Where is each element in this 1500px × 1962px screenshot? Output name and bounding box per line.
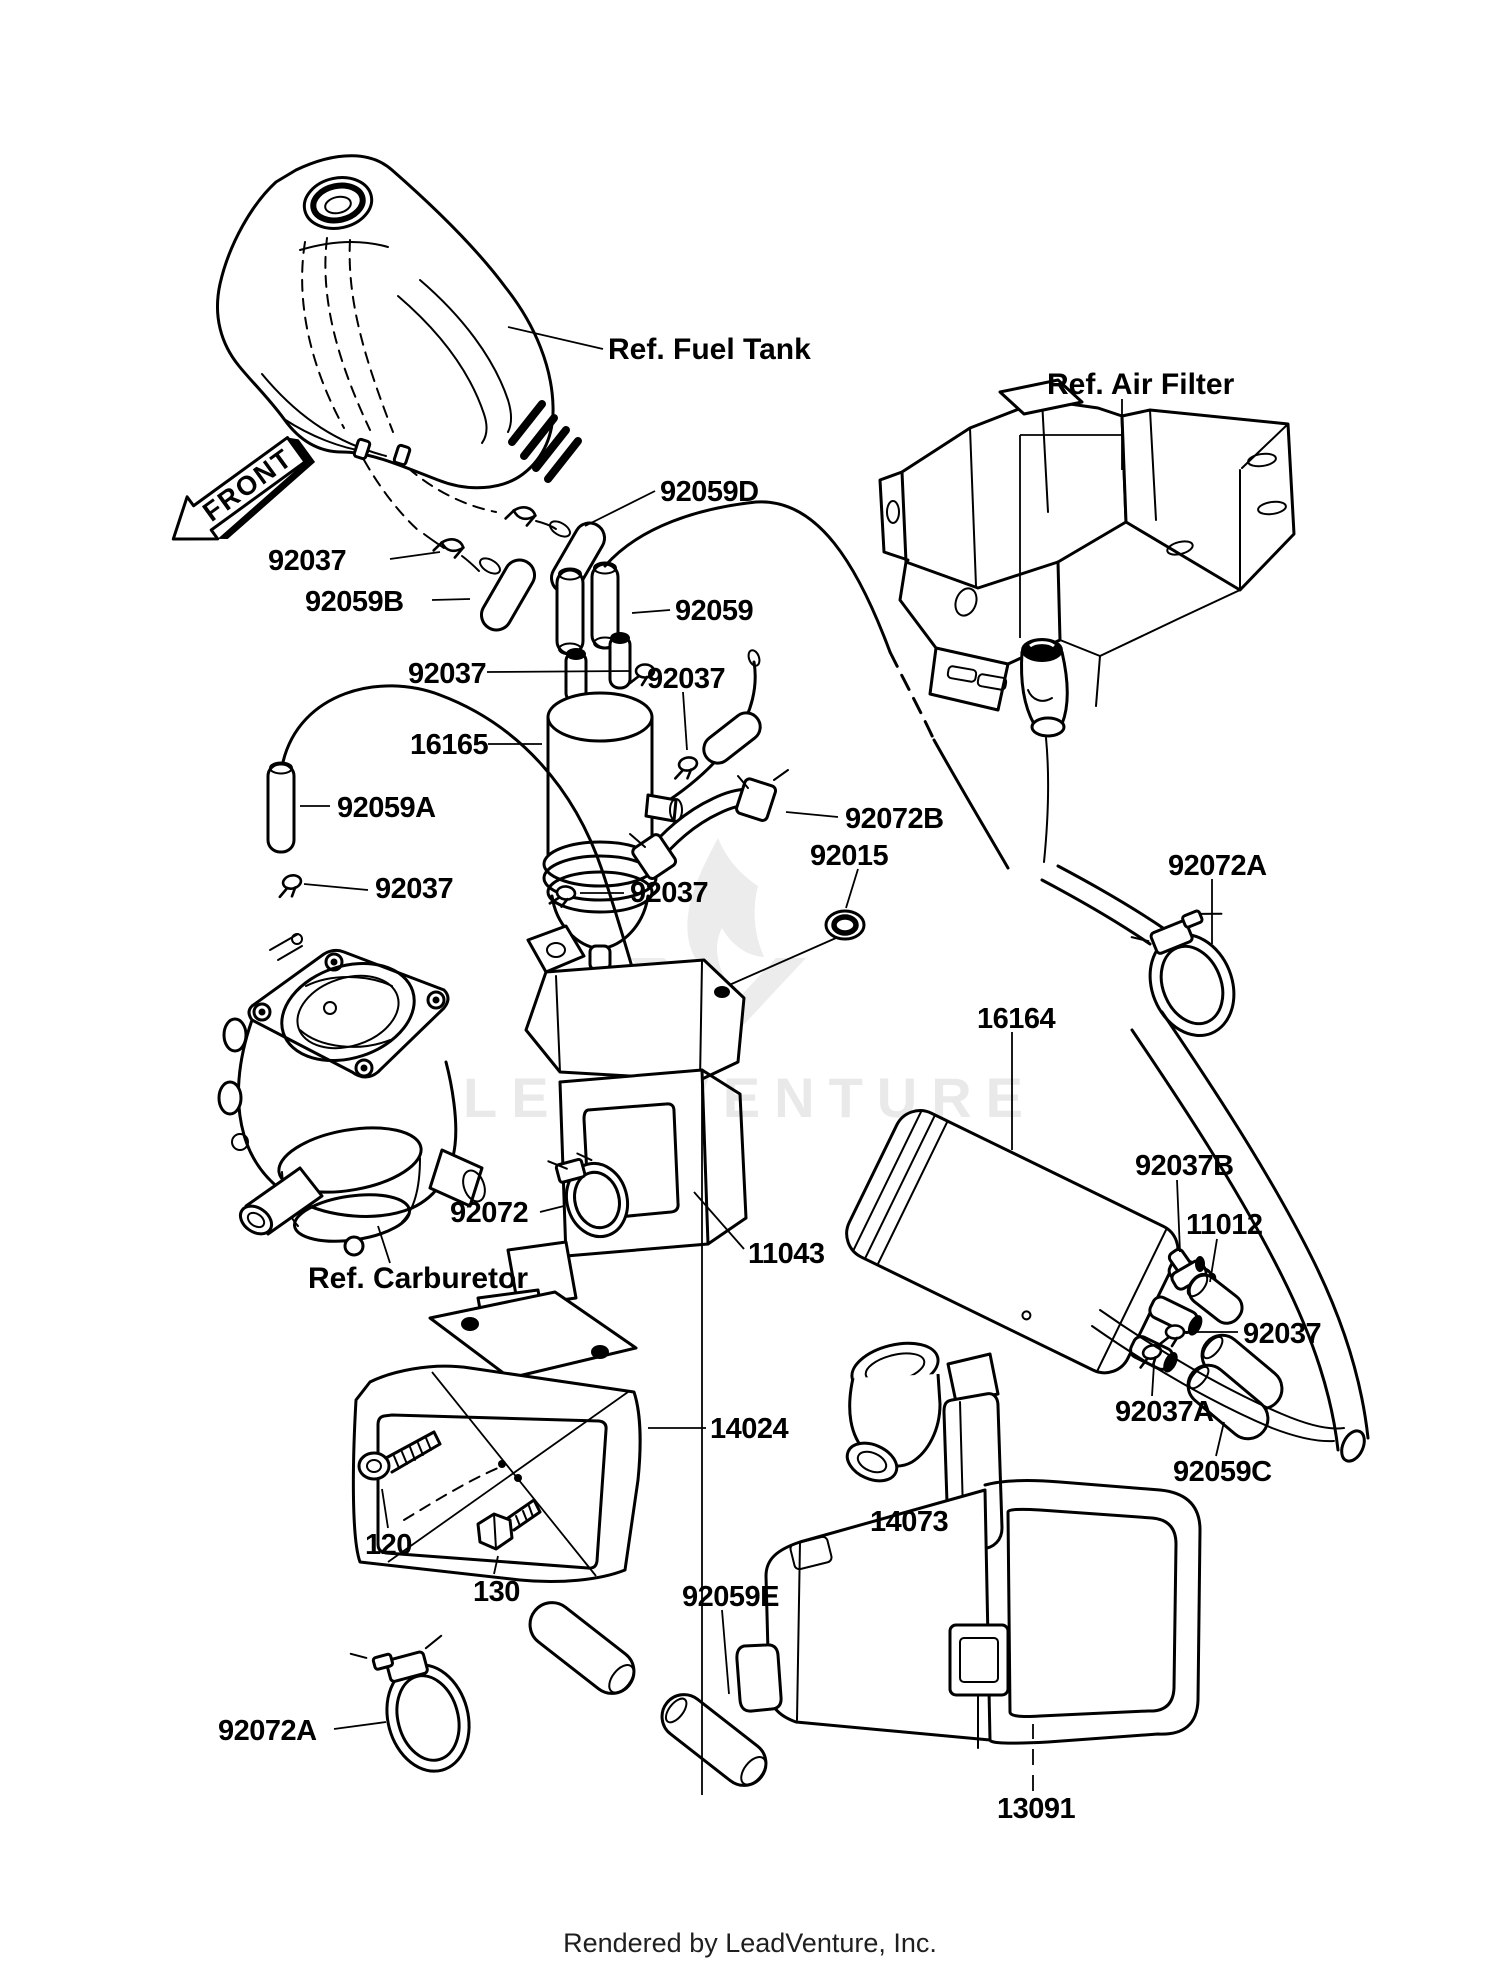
hose-clip-icon	[670, 754, 701, 782]
label-ref-air-filter: Ref. Air Filter	[1047, 368, 1235, 401]
hose-clip-icon	[1158, 1324, 1186, 1348]
separator-14024	[351, 1290, 642, 1584]
footer-credit: Rendered by LeadVenture, Inc.	[563, 1928, 937, 1958]
hose-clip-icon	[431, 535, 466, 560]
label-11043: 11043	[748, 1238, 825, 1270]
screw-120	[357, 1430, 442, 1481]
air-elbow	[1020, 638, 1069, 863]
label-92059c: 92059C	[1173, 1456, 1272, 1488]
label-92037-filter-top: 92037	[647, 663, 725, 695]
label-120: 120	[365, 1529, 412, 1561]
label-13091: 13091	[997, 1793, 1076, 1825]
tube-92059a	[266, 761, 306, 901]
filter-outlet-hose	[658, 649, 762, 808]
hose-clip-icon	[503, 503, 538, 528]
cap-11012	[1186, 1272, 1244, 1325]
vent-hose	[603, 500, 1010, 870]
label-ref-fuel-tank: Ref. Fuel Tank	[608, 333, 811, 366]
clamp-92072	[547, 1152, 630, 1239]
label-92059d: 92059D	[660, 476, 759, 508]
label-14073: 14073	[870, 1506, 949, 1538]
label-92072b: 92072B	[845, 803, 944, 835]
label-16165: 16165	[410, 729, 489, 761]
label-92072a-left: 92072A	[218, 1715, 317, 1747]
bolt-130	[476, 1498, 542, 1551]
hose-92072b	[629, 769, 789, 880]
canister-vent-hose	[1130, 1010, 1370, 1463]
label-92072: 92072	[450, 1197, 528, 1229]
label-92059e: 92059E	[682, 1581, 779, 1613]
label-92059: 92059	[675, 595, 754, 627]
watermark-text: LEADVENTURE	[463, 1066, 1037, 1129]
fuel-tank	[216, 154, 582, 490]
label-92037-canister: 92037	[1243, 1318, 1321, 1350]
leader-lines	[300, 326, 1238, 1791]
label-92015: 92015	[810, 840, 889, 872]
label-92037a: 92037A	[1115, 1396, 1214, 1428]
elbow-14073	[845, 1341, 942, 1483]
label-16164: 16164	[977, 1003, 1056, 1035]
duct-13091	[735, 1479, 1202, 1749]
label-11012: 11012	[1186, 1209, 1263, 1241]
tubes-92059e	[528, 1601, 768, 1787]
clamp-92072a-right	[1040, 864, 1236, 1037]
label-92037-tubes: 92037	[408, 658, 486, 690]
air-filter-housing	[878, 378, 1296, 712]
fuel-hose-long	[281, 684, 652, 1034]
label-ref-carburetor: Ref. Carburetor	[308, 1262, 528, 1295]
fitting-92037b	[1167, 1247, 1208, 1291]
tank-mount-fins	[508, 400, 582, 483]
label-130: 130	[473, 1576, 520, 1608]
vent-tubes	[479, 520, 701, 782]
tubes-92059c	[1091, 1309, 1345, 1443]
label-92037-tank: 92037	[268, 545, 346, 577]
part-labels: Ref. Fuel Tank Ref. Air Filter 92059D 92…	[218, 333, 1322, 1825]
clamp-92072a-left	[349, 1634, 471, 1773]
label-14024: 14024	[710, 1413, 789, 1445]
label-92072a-right: 92072A	[1168, 850, 1267, 882]
label-92059a: 92059A	[337, 792, 436, 824]
front-arrow: FRONT	[171, 436, 316, 541]
tank-hose-routing	[363, 459, 557, 572]
hose-clip-icon	[274, 872, 306, 901]
grommet-92015	[726, 909, 866, 987]
carburetor	[217, 933, 486, 1257]
label-92059b: 92059B	[305, 586, 404, 618]
label-92037-filter-out: 92037	[630, 877, 708, 909]
label-92037-left: 92037	[375, 873, 453, 905]
label-92037b: 92037B	[1135, 1150, 1234, 1182]
